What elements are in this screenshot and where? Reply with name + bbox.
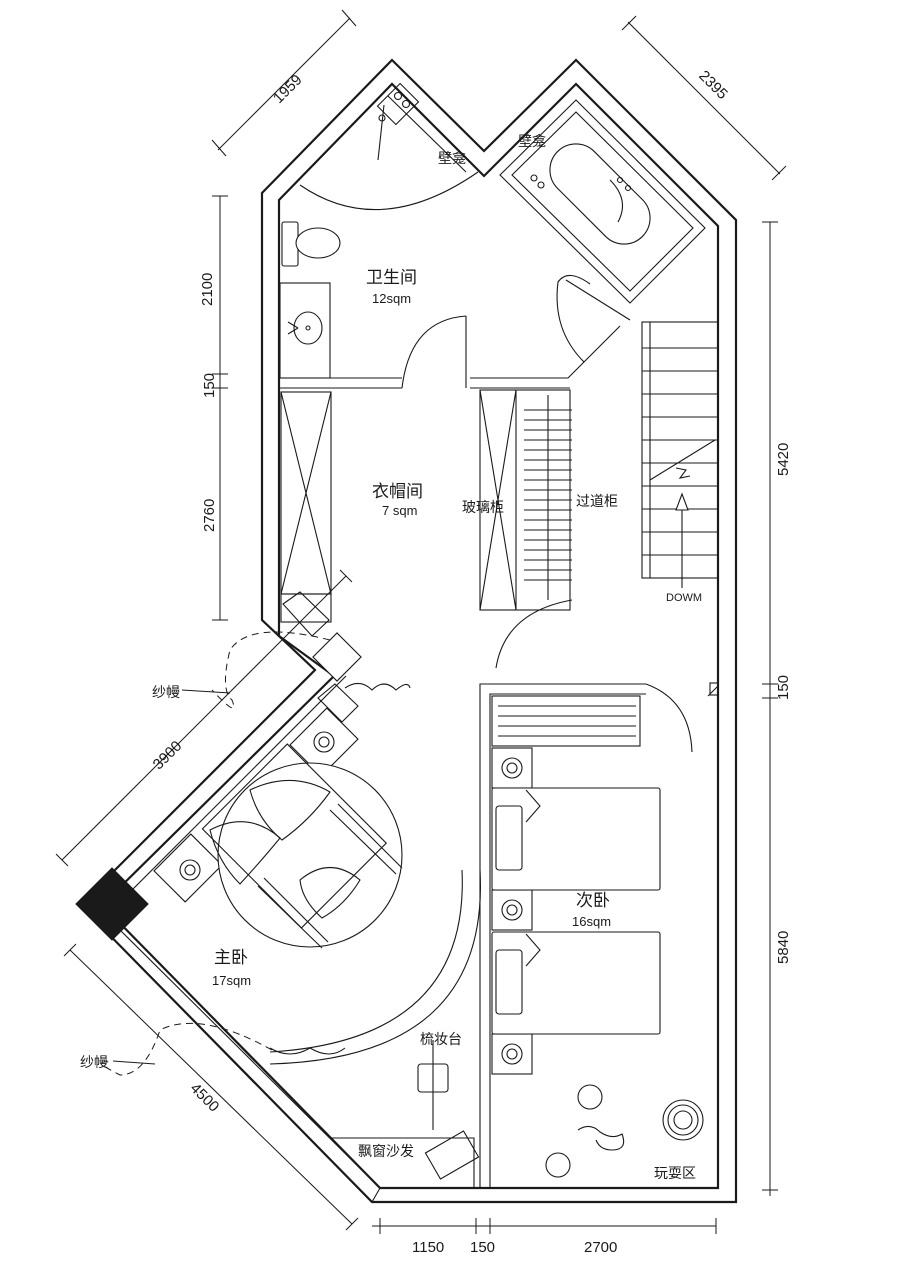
dim-left-1: 2100	[199, 273, 216, 306]
bedside-bottom	[153, 833, 223, 903]
cloakroom-name: 衣帽间	[372, 482, 423, 501]
bed-lower	[491, 931, 661, 1035]
dresser-label: 梳妆台	[420, 1031, 462, 1047]
window-block	[75, 867, 149, 941]
glass-cabinet-label: 玻璃柜	[462, 499, 504, 515]
bathroom-area: 12sqm	[372, 291, 411, 306]
master-name: 主卧	[214, 948, 248, 967]
dim-left-2: 150	[201, 373, 218, 398]
master-area: 17sqm	[212, 973, 251, 988]
second-name: 次卧	[576, 891, 610, 910]
dim-bottom-3: 2700	[584, 1239, 617, 1256]
bathroom-name: 卫生间	[366, 268, 417, 287]
bedside-top	[289, 707, 359, 777]
dim-top-left: 1959	[270, 71, 306, 107]
niche-left-label: 壁龛	[438, 150, 466, 166]
cloakroom-area: 7 sqm	[382, 503, 417, 518]
toilet-bowl	[295, 227, 341, 259]
dim-diag-bottom: 4500	[187, 1080, 223, 1116]
play-area-label: 玩耍区	[654, 1165, 696, 1181]
curtain-bottom-label: 纱幔	[80, 1054, 108, 1070]
curtain-top-label: 纱幔	[152, 684, 180, 700]
stair-arrow	[675, 492, 689, 511]
dim-right-1: 5420	[775, 443, 792, 476]
dim-bottom-1: 1150	[412, 1239, 444, 1256]
hangers	[524, 409, 572, 581]
second-bedroom	[119, 682, 719, 1203]
bathtub	[549, 143, 651, 245]
speaker-box	[312, 632, 362, 682]
second-area: 16sqm	[572, 914, 611, 929]
round-bed	[217, 762, 403, 948]
dim-left-3: 2760	[201, 499, 218, 532]
dimension-lines	[55, 9, 787, 1234]
ball-pit	[662, 1099, 704, 1141]
staircase	[641, 321, 719, 588]
dim-bottom-2: 150	[470, 1239, 495, 1256]
dim-right-3: 5840	[775, 931, 792, 964]
bed-upper	[491, 787, 661, 891]
stair-direction-label: DOWM	[666, 592, 702, 604]
dim-diag-left: 3900	[150, 738, 186, 774]
sink	[293, 311, 323, 345]
dim-top-right: 2395	[695, 67, 731, 103]
dim-right-2: 150	[775, 675, 792, 700]
niche-right-label: 壁龛	[518, 133, 546, 149]
bathroom	[279, 82, 706, 389]
cloakroom	[280, 389, 573, 669]
master-bedroom	[129, 632, 481, 1065]
hall-cabinet-label: 过道柜	[576, 493, 618, 509]
bay-sofa-label: 飘窗沙发	[358, 1143, 414, 1159]
